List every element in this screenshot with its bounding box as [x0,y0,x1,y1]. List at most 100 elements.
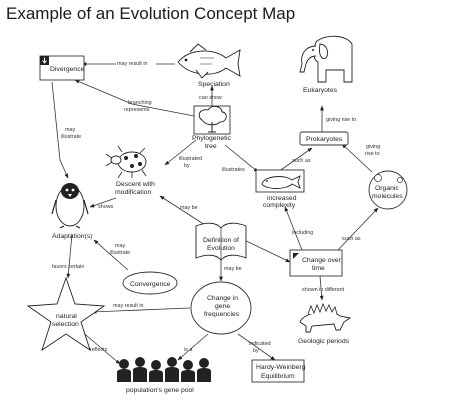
node-hardy-label-1: Hardy-Weinberg [256,364,306,371]
molecule-icon [374,174,382,182]
label-may-illustrate-2a: may [115,243,125,249]
label-may-illustrate-1b: illustrate [61,134,81,140]
edge-convergence-adaptation [93,239,129,271]
node-natural-label-2: selection [52,321,79,328]
node-divergence-label: Divergence [50,66,85,73]
node-eukaryotes: Eukaryotes [299,35,353,94]
corner-marker-icon [293,253,299,259]
label-giving-rise-to-2a: giving [366,144,380,150]
node-phylogenetic-label-2: tree [205,143,217,150]
node-organic-label-2: molecules [372,193,403,200]
node-change-time-label-2: time [312,265,325,272]
node-change-gene-label-1: Change in [207,295,238,302]
edge-organic-prokaryotes [341,143,373,173]
tree-icon [198,105,227,133]
node-adaptation-label: Adaptation(s) [52,233,92,240]
edge-genefreq-hardy [237,333,276,361]
label-is-a: is a [184,347,192,353]
edge-changetime-complexity [284,206,303,251]
node-organic-molecules: Organic molecules [368,170,408,210]
label-including: including [292,230,313,236]
node-speciation: Speciation [177,43,241,88]
node-change-gene-frequencies: Change in gene frequencies [190,281,252,335]
edge-changetime-geologic [319,275,324,301]
connectors [51,62,379,365]
node-speciation-label: Speciation [198,81,230,88]
edge-changetime-organic [337,207,379,251]
whale-icon [261,175,301,189]
node-change-gene-label-2: gene [215,303,230,310]
edge-genefreq-selection [91,307,191,314]
node-phylogenetic-label-1: Phylogenetic [192,135,232,142]
node-convergence: Convergence [122,271,178,295]
node-increased-label-2: complexity [263,202,296,209]
book-icon [195,222,247,261]
label-giving-rise-to-2b: rise to [365,151,380,157]
label-may-illustrate-2b: illustrate [110,250,130,256]
edge-selection-genepool [79,329,121,365]
edge-complexity-prokaryotes [277,147,313,173]
label-shown-in-different: shown in different [302,287,345,293]
label-illustrated-2: by [184,163,190,169]
node-gene-pool-label: population's gene pool [126,387,194,394]
edge-descent-adaptation [89,197,117,208]
label-favors-certain: favors certain [52,264,84,270]
node-descent-label-2: modification [115,189,151,196]
page-title: Example of an Evolution Concept Map [6,4,296,23]
label-illustrated-1: illustrated [179,156,202,162]
node-prokaryotes: Prokaryotes [299,131,349,146]
label-may-be-2: may be [224,266,242,272]
node-natural-label-1: natural [56,313,77,320]
dinosaur-icon [299,302,352,333]
node-geologic-label: Geologic periods [298,338,350,345]
node-gene-pool: population's gene pool [117,357,211,394]
penguin-icon [51,183,89,229]
node-descent-label-1: Descent with [116,181,155,188]
label-such-as-1: such as [292,158,311,164]
node-change-gene-label-3: frequencies [204,311,240,318]
node-change-time-label-1: Change over [302,257,342,264]
edge-definition-changetime [239,237,291,263]
node-organic-label-1: Organic [375,185,399,192]
node-eukaryotes-label: Eukaryotes [303,87,338,94]
label-may-result-in-bottom: may result in [113,303,144,309]
elephant-icon [299,35,353,83]
people-silhouettes-icon [117,357,211,382]
node-descent: Descent with modification [105,145,155,196]
edge-adaptation-selection [66,233,73,279]
label-branching-1: branching [128,100,152,106]
node-change-over-time: Change over time [289,249,343,277]
label-can-show: can show [199,95,222,101]
edge-divergence-adaptation [51,81,69,179]
label-such-as-2: such as [342,236,361,242]
label-may-result-in-top: may result in [117,61,148,67]
edge-labels: may result in can show giving rise to br… [52,58,380,354]
node-definition-label-2: Evolution [207,245,235,252]
edge-genefreq-genepool [177,333,209,361]
beetle-icon [105,145,147,179]
edge-tree-complexity [224,144,259,173]
node-divergence: Divergence [39,55,85,81]
fish-icon [177,43,241,79]
node-definition: Definition of Evolution [195,222,247,261]
label-branching-2: represents [124,107,150,113]
label-reflects: reflects [90,347,108,353]
label-indicated-1: indicated [249,341,271,347]
node-hardy-weinberg: Hardy-Weinberg Equilibrium [251,359,306,383]
node-geologic-periods: Geologic periods [298,302,352,345]
label-illustrates: illustrates [222,167,245,173]
label-indicated-2: by [253,348,259,354]
label-giving-rise-to-1: giving rise to [326,117,356,123]
label-may-be-1: may be [180,205,198,211]
node-prokaryotes-label: Prokaryotes [306,136,343,143]
node-definition-label-1: Definition of [203,237,239,244]
node-increased-complexity: increased complexity [255,169,305,209]
node-phylogenetic-tree: Phylogenetic tree [192,105,232,150]
edge-tree-divergence [74,79,195,117]
node-adaptation: Adaptation(s) [51,183,92,240]
node-hardy-label-2: Equilibrium [261,373,295,380]
label-may-illustrate-1a: may [65,127,75,133]
label-shows: shows [98,204,114,210]
edge-tree-descent [164,139,197,166]
